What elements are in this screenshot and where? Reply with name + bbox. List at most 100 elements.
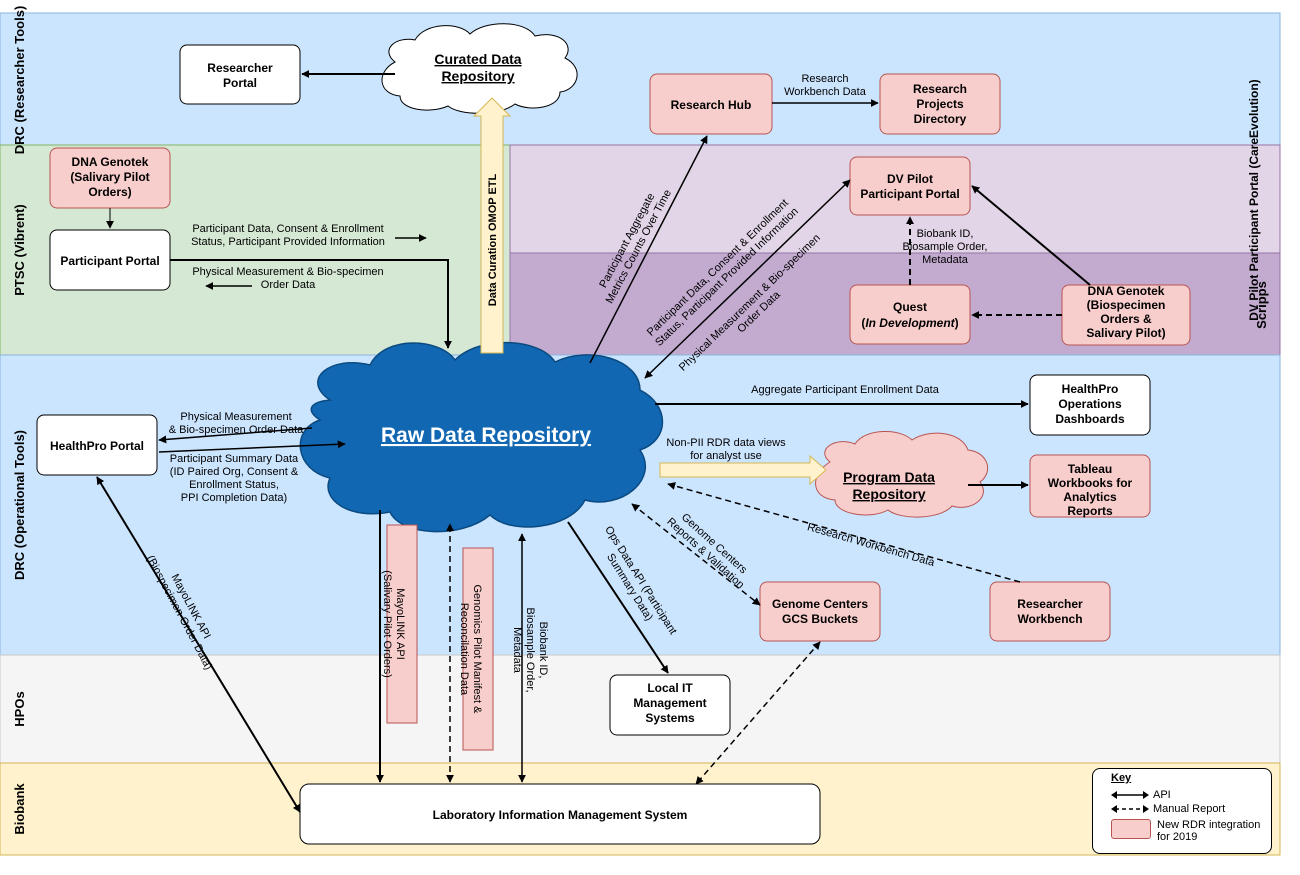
text-line: Orders & [1100,312,1152,326]
text-line: DNA Genotek [72,155,149,169]
text-line: Management [633,696,706,710]
text-line: GCS Buckets [782,612,858,626]
text-line: Biobank ID, [917,228,974,240]
lane-label-drc-ops: DRC (Operational Tools) [12,430,27,580]
text-line: Local IT [647,681,693,695]
text-line: Participant Summary Data [170,453,299,465]
text-line: Metadata [511,627,523,674]
text-line: Workbench Data [784,86,867,98]
text-line: PPI Completion Data) [181,492,287,504]
lane-label-biobank: Biobank [12,783,27,835]
text-line: Orders) [88,185,131,199]
genomics-manifest-label-box: Genomics Pilot Manifest &Reconcilation D… [458,547,494,751]
legend-key: Key API Manual Report New RDR integratio… [1092,768,1272,854]
healthpro-portal[interactable]: HealthPro Portal [36,414,158,476]
label-biobank-id-metadata-2: Biobank ID,Biosample Order,Metadata [511,608,549,693]
text-line: (Biospecimen [1087,298,1166,312]
participant-portal-label: Participant Portal [60,254,159,268]
text-line: Reports [1067,504,1113,518]
quest-label: Quest [893,300,927,314]
text-line: MayoLINK API [394,588,406,660]
program-repo-cloud-shape [815,430,989,518]
text-line: Biobank ID, [537,622,549,679]
raw-genome-centers [631,503,761,606]
laboratory-information-management-system[interactable]: Laboratory Information Management System [299,783,821,845]
text-line: Workbooks for [1048,476,1133,490]
text-line: (Salivary Pilot Orders) [381,570,393,678]
text-line: Research [913,82,967,96]
participant-portal[interactable]: Participant Portal [49,229,171,291]
text-line: Repository [852,486,925,502]
text-line: Curated Data [434,51,521,67]
text-line: & Bio-specimen Order Data [169,424,304,436]
text-line: Participant Portal [860,187,959,201]
text-line: Physical Measurement & Bio-specimen [192,266,383,278]
data-curation-etl-arrow: Data Curation OMOP ETL [472,97,512,354]
label-biobank-id-order-metadata: Biobank ID,Biosample Order,Metadata [903,228,988,266]
text-line: Genomics Pilot Manifest & [471,585,483,715]
genotek-to-dv-pilot [971,185,1091,286]
key-manual-row: Manual Report [1111,803,1225,815]
mayolink-salivary-text: MayoLINK API(Salivary Pilot Orders) [381,570,406,678]
workbench-to-raw [667,482,1021,583]
text-line: HealthPro [1062,382,1119,396]
raw-repo-label: Raw Data Repository [381,424,591,447]
data-curation-etl-label: Data Curation OMOP ETL [487,174,499,307]
text-line: Status, Participant Provided Information [191,236,385,248]
text-line: Reconcilation Data [458,603,470,696]
key-title: Key [1111,772,1132,784]
key-api-row: API [1111,789,1171,801]
text-line: Dashboards [1055,412,1125,426]
text-line: (Salivary Pilot [70,170,149,184]
mayolink-salivary-label-box: MayoLINK API(Salivary Pilot Orders) [381,524,418,724]
text-line: Non-PII RDR data views [666,437,786,449]
analyst-views-arrow [659,454,827,486]
key-new-row: New RDR integration for 2019 [1111,819,1265,843]
text-line: Tableau [1068,462,1112,476]
key-api-label: API [1153,789,1171,801]
genomics-manifest-text: Genomics Pilot Manifest &Reconcilation D… [458,585,483,715]
quest[interactable]: Quest (In Development) [849,284,971,345]
label-participant-summary: Participant Summary Data(ID Paired Org, … [170,453,299,504]
raw-data-repository[interactable]: Raw Data Repository [299,341,664,533]
lims-label: Laboratory Information Management System [433,808,688,822]
raw-dv-pilot-api [644,179,851,379]
research-hub-label: Research Hub [671,98,752,112]
text-line: Analytics [1063,490,1117,504]
text-line: Systems [645,711,695,725]
label-aggregate-enrollment: Aggregate Participant Enrollment Data [751,384,940,396]
text-line: Projects [916,97,964,111]
lane-label-drc-research: DRC (Researcher Tools) [12,6,27,155]
research-hub[interactable]: Research Hub [649,73,773,135]
lane-label-scripps: Scripps [1254,281,1269,329]
text-line: Enrollment Status, [189,479,279,491]
text-line: Order Data [261,279,316,291]
text-line: Biosample Order, [524,608,536,693]
text-line: Portal [223,76,257,90]
healthpro-portal-to-raw [158,440,346,453]
text-line: for analyst use [690,450,762,462]
text-line: Researcher [1017,597,1083,611]
